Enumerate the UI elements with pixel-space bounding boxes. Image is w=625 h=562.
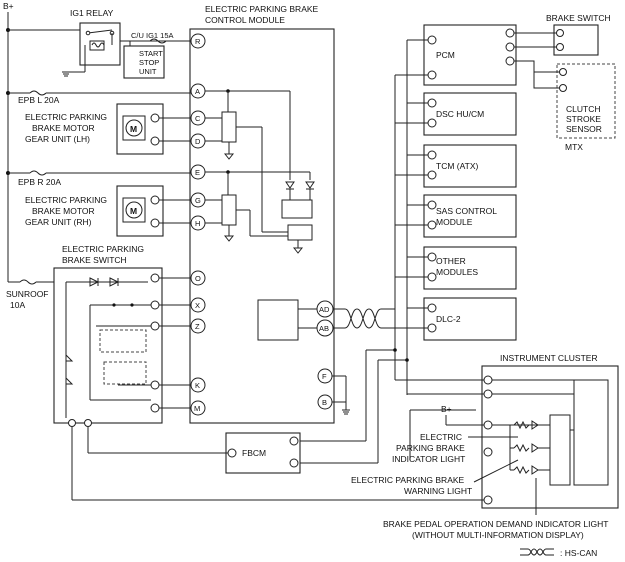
fuse-icon [149,38,167,44]
cluster-lamp-circuit [492,379,609,486]
sas-module: SAS CONTROL MODULE [395,194,517,238]
fuse-icon [29,170,47,176]
brake-switch-label: BRAKE SWITCH [546,13,611,23]
svg-text:DLC-2: DLC-2 [436,314,461,324]
svg-text:M: M [130,124,137,134]
svg-text:OTHER: OTHER [436,256,466,266]
tcm-module: TCM (ATX) [395,144,517,188]
b-plus-cluster-label: B+ [441,404,452,414]
svg-text:D: D [195,137,201,146]
svg-text:K: K [195,381,200,390]
svg-text:X: X [195,301,200,310]
epb-switch-label: BRAKE SWITCH [62,255,127,265]
svg-text:M: M [194,404,200,413]
epb-module-title: ELECTRIC PARKING BRAKE [205,4,319,14]
svg-text:C: C [195,114,201,123]
epb-warning-label: ELECTRIC PARKING BRAKE [351,475,465,485]
relay-contact [87,29,113,34]
start-stop-text: STOP [139,58,159,67]
mtx-label: MTX [565,142,583,152]
relay-coil [89,40,105,51]
motor-rh-label: GEAR UNIT (RH) [25,217,92,227]
svg-text:A: A [195,87,200,96]
svg-text:M: M [130,206,137,216]
motor-icon [125,201,143,219]
motor-icon [125,119,143,137]
fbcm-label: FBCM [242,448,266,458]
svg-text:E: E [195,168,200,177]
motor-rh-label: BRAKE MOTOR [32,206,95,216]
motor-lh-label: ELECTRIC PARKING [25,112,107,122]
cu-ig1-fuse-label: C/U IG1 15A [131,31,174,40]
epb-warning-label: WARNING LIGHT [404,486,472,496]
motor-lh-label: BRAKE MOTOR [32,123,95,133]
svg-text:R: R [195,37,201,46]
hs-can-legend-text: : HS-CAN [560,548,597,558]
svg-text:DSC HU/CM: DSC HU/CM [436,109,484,119]
sunroof-fuse-label: 10A [10,300,25,310]
svg-text:Z: Z [195,322,200,331]
svg-text:AD: AD [319,305,330,314]
epb-l-fuse-label: EPB L 20A [18,95,60,105]
svg-text:B: B [322,398,327,407]
epb-r-fuse-label: EPB R 20A [18,177,61,187]
motor-rh-label: ELECTRIC PARKING [25,195,107,205]
svg-text:MODULES: MODULES [436,267,478,277]
svg-text:F: F [322,372,327,381]
epb-indicator-label: INDICATOR LIGHT [392,454,465,464]
svg-text:G: G [195,196,201,205]
start-stop-unit [123,45,165,79]
epb-switch-label: ELECTRIC PARKING [62,244,144,254]
dsc-module: DSC HU/CM [395,92,517,136]
dlc2-module: DLC-2 [395,297,517,341]
demand-light-label: (WITHOUT MULTI-INFORMATION DISPLAY) [412,530,584,540]
clutch-stroke-sensor [556,63,616,139]
clutch-label: SENSOR [566,124,602,134]
svg-text:H: H [195,219,200,228]
instrument-cluster-label: INSTRUMENT CLUSTER [500,353,598,363]
start-stop-text: START [139,49,163,58]
epb-indicator-label: ELECTRIC [420,432,462,442]
svg-text:O: O [195,274,201,283]
fuse-icon [29,90,47,96]
clutch-label: CLUTCH [566,104,600,114]
motor-lh-unit [116,103,164,155]
pcm-module: PCM [395,24,517,86]
motor-rh-unit [116,185,164,237]
sunroof-fuse-label: SUNROOF [6,289,49,299]
fuse-icon [19,279,37,285]
clutch-label: STROKE [566,114,601,124]
epb-module-title: CONTROL MODULE [205,15,285,25]
epb-switch-internal [65,273,191,427]
svg-text:TCM (ATX): TCM (ATX) [436,161,479,171]
ground-symbol [62,71,70,77]
fbcm-module [225,432,301,474]
epb-switch-unit [53,267,163,424]
b-plus-label: B+ [3,1,14,11]
svg-text:MODULE: MODULE [436,217,473,227]
epb-indicator-label: PARKING BRAKE [396,443,465,453]
ig1-relay-label: IG1 RELAY [70,8,114,18]
demand-light-label: BRAKE PEDAL OPERATION DEMAND INDICATOR L… [383,519,608,529]
module-internal-circuit [205,89,350,415]
svg-text:AB: AB [319,324,329,333]
hs-can-legend: : HS-CAN [520,548,597,558]
motor-lh-label: GEAR UNIT (LH) [25,134,90,144]
svg-text:SAS CONTROL: SAS CONTROL [436,206,497,216]
svg-text:PCM: PCM [436,50,455,60]
other-modules: OTHER MODULES [395,246,517,290]
start-stop-text: UNIT [139,67,157,76]
